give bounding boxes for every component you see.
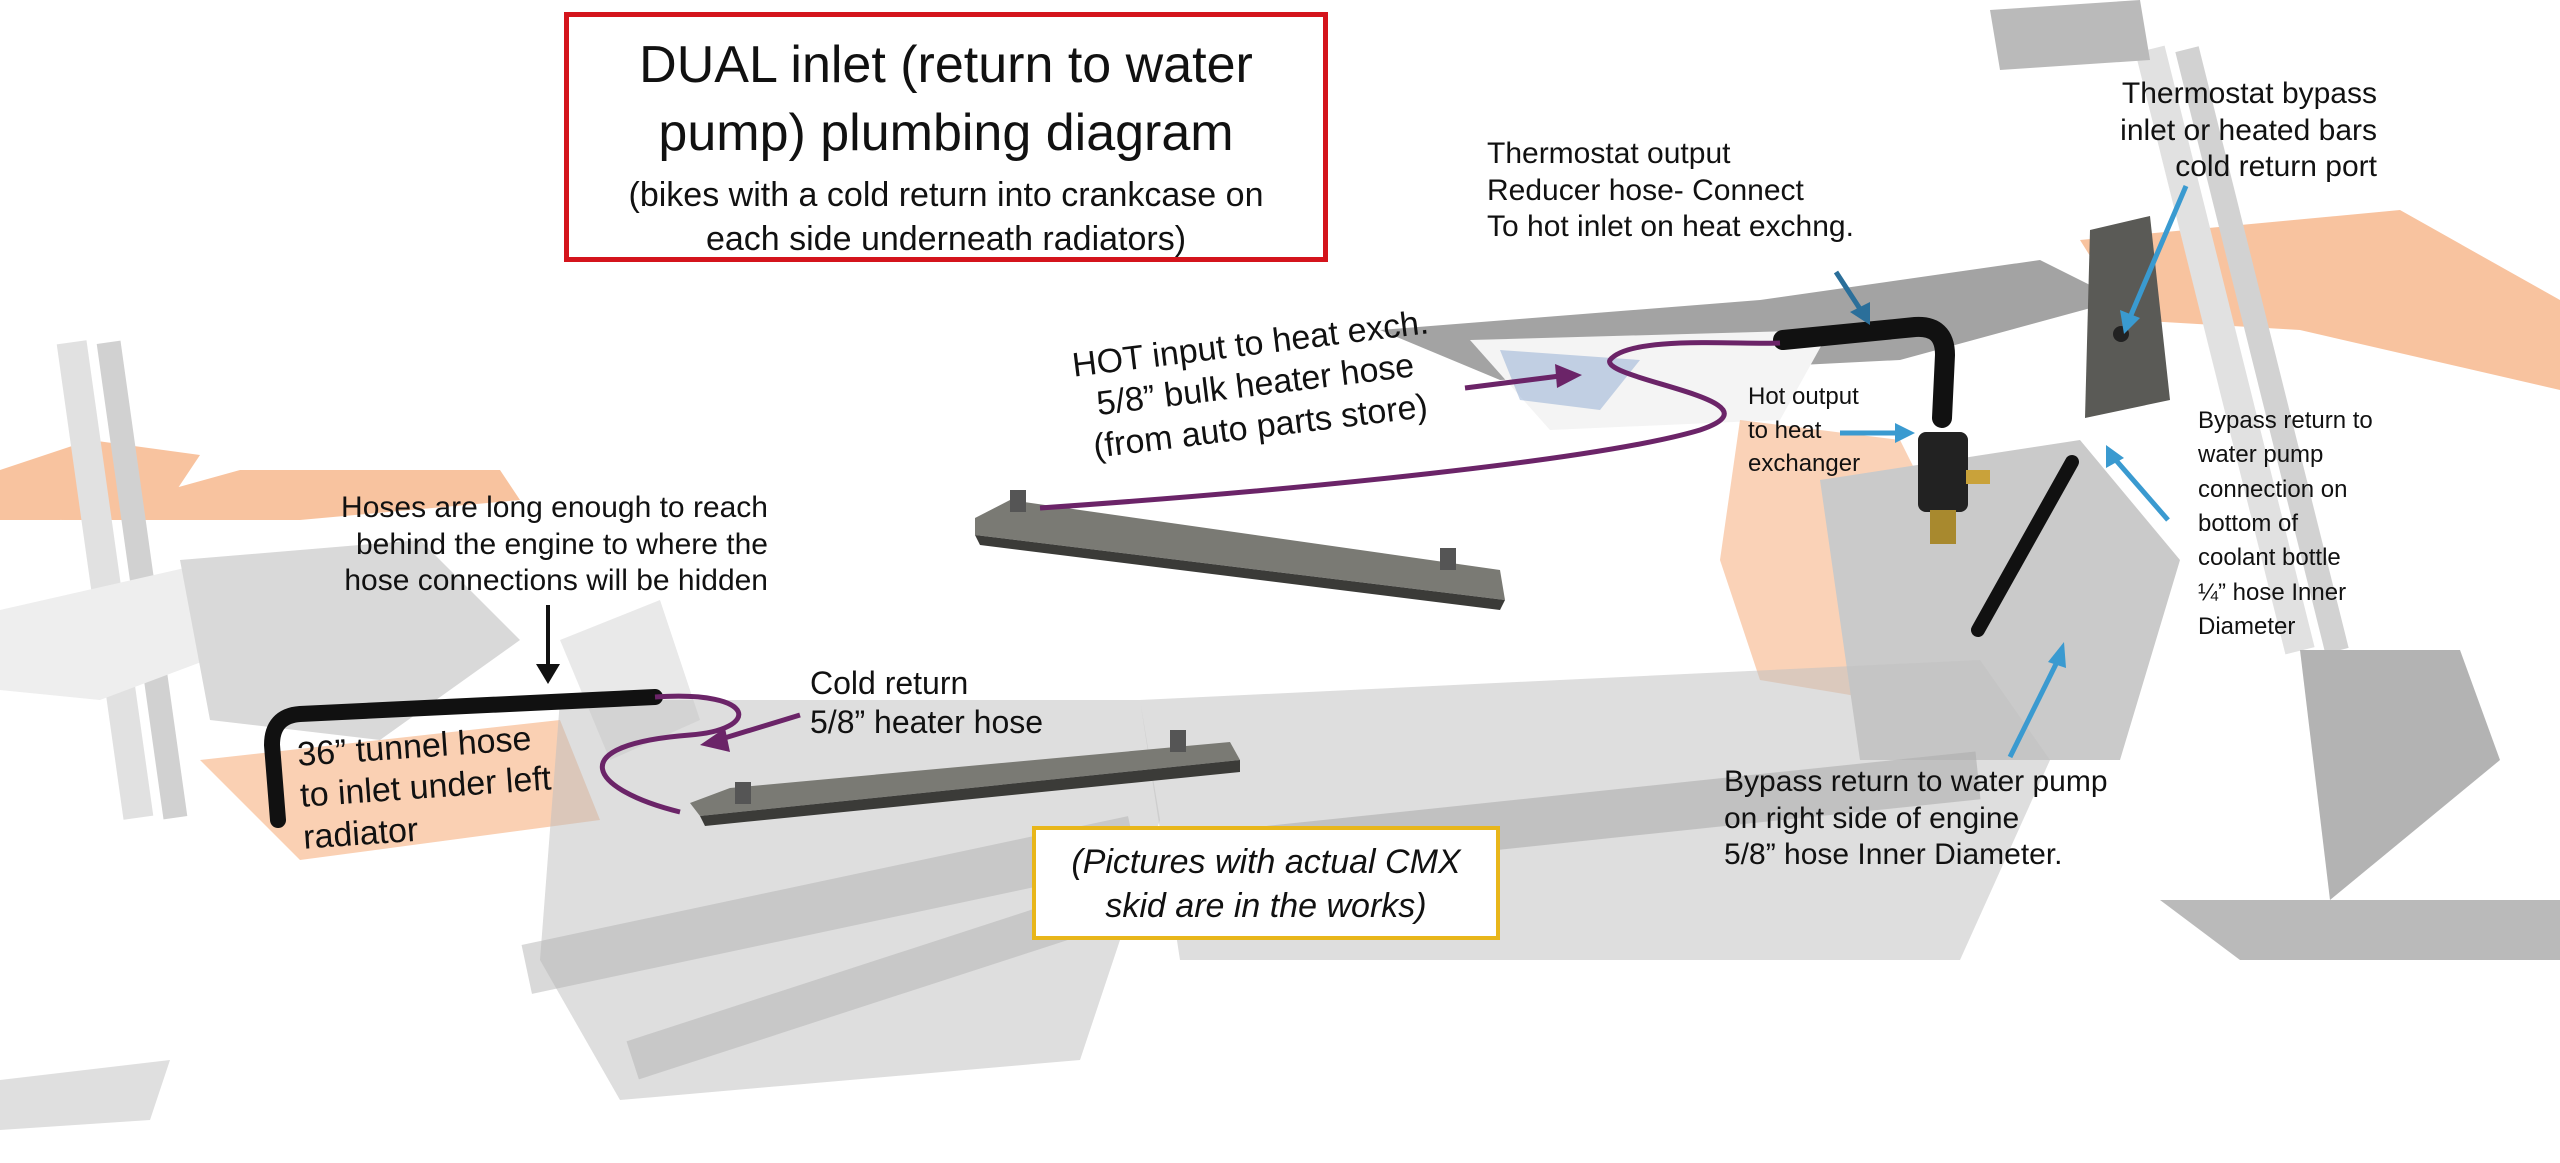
- note-box: (Pictures with actual CMX skid are in th…: [1032, 826, 1500, 940]
- left-snowbike-image: [0, 340, 1160, 1130]
- label-thermostat-output: Thermostat output Reducer hose- Connect …: [1487, 137, 1854, 244]
- tunnel-hose: [263, 689, 663, 828]
- label-hot-output: Hot output to heat exchanger: [1748, 383, 1861, 478]
- label-bypass-engine: Bypass return to water pump on right sid…: [1724, 765, 2108, 872]
- page-title: DUAL inlet (return to water pump) plumbi…: [639, 36, 1253, 162]
- bypass-hose: [1971, 455, 2079, 637]
- title-box: DUAL inlet (return to water pump) plumbi…: [564, 12, 1328, 262]
- label-tunnel-hose: 36” tunnel hose to inlet under left radi…: [296, 719, 553, 857]
- upper-tunnel-rail: [975, 490, 1505, 610]
- label-cold-return: Cold return 5/8” heater hose: [810, 665, 1044, 741]
- hot-input-hose: [1039, 340, 1781, 511]
- label-hoses-long: Hoses are long enough to reach behind th…: [341, 491, 768, 598]
- lower-tunnel-rail: [690, 730, 1240, 826]
- label-bypass-bottle: Bypass return to water pump connection o…: [2198, 407, 2373, 640]
- thermostat-reducer-hose: [1773, 316, 1956, 428]
- label-thermostat-bypass: Thermostat bypass inlet or heated bars c…: [2120, 77, 2377, 184]
- arrows: [536, 185, 2189, 759]
- page-subtitle: (bikes with a cold return into crankcase…: [628, 176, 1264, 258]
- cold-return-hose: [599, 693, 742, 815]
- heat-exchanger-fitting: [1918, 432, 1990, 544]
- note-text: (Pictures with actual CMX skid are in th…: [1071, 843, 1461, 925]
